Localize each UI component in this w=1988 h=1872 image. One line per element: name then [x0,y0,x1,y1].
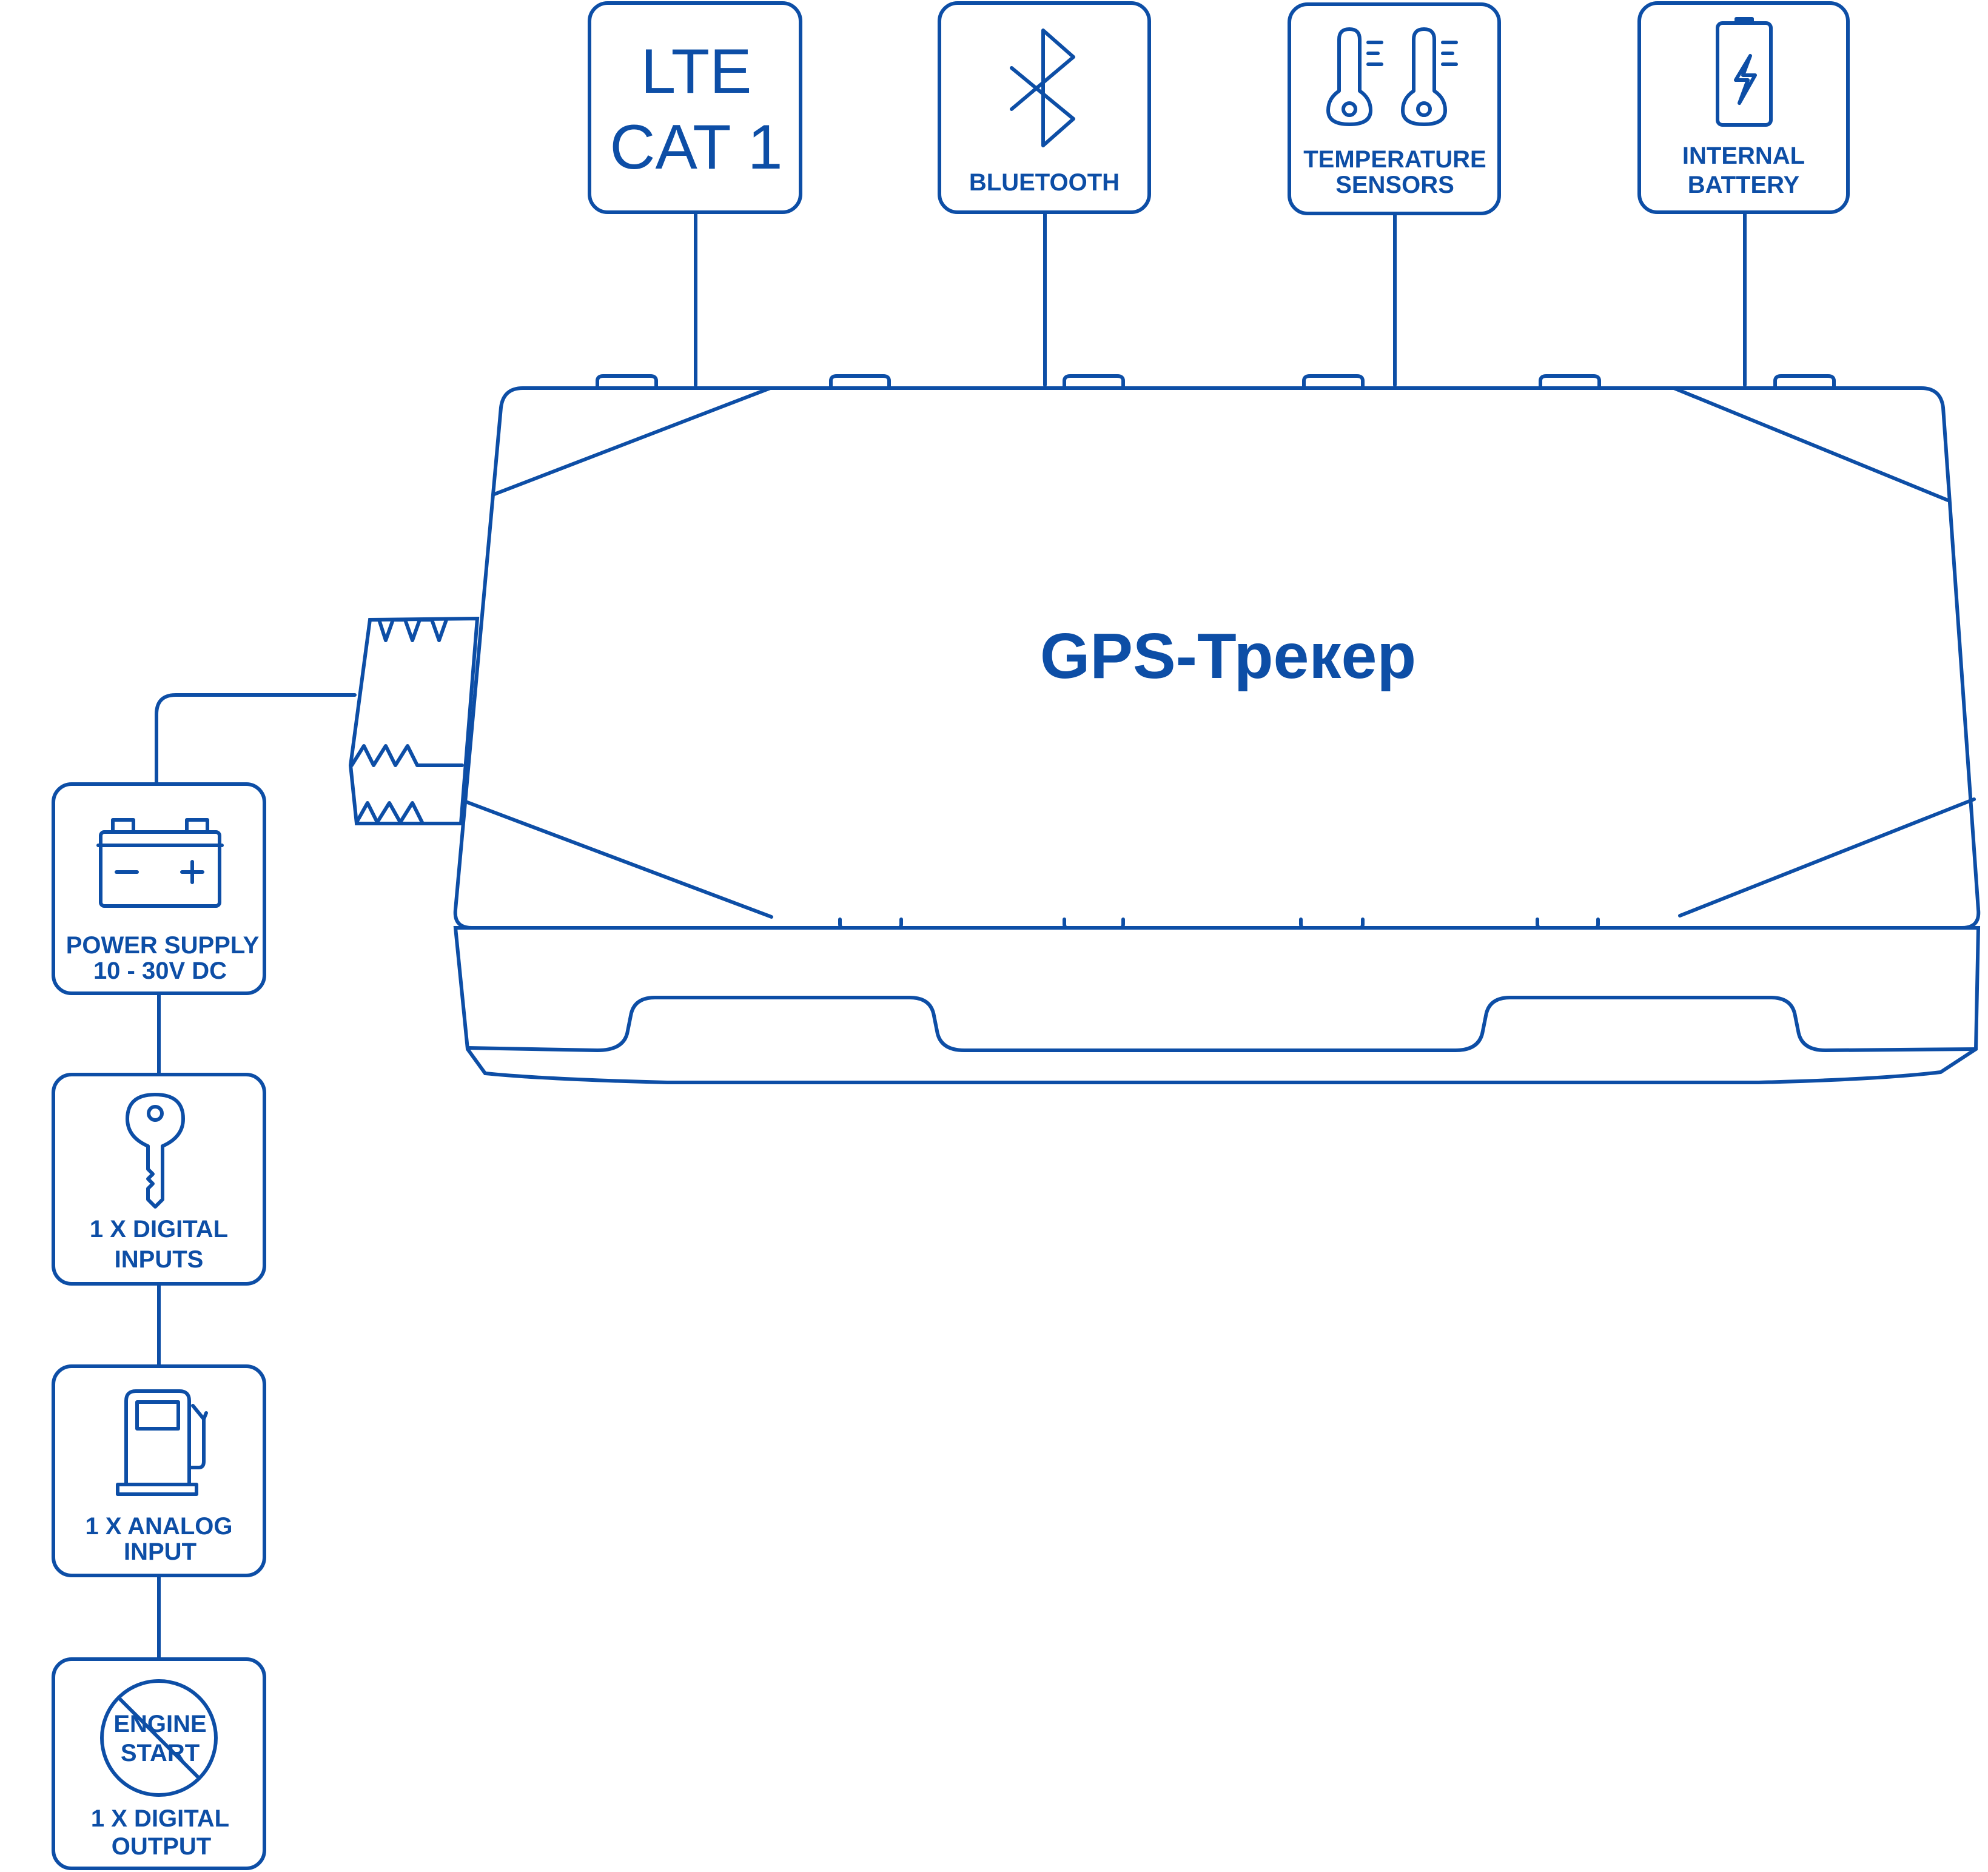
bevel-bottom-left [464,800,773,919]
feature-box-temperature: TEMPERATURE SENSORS [1288,2,1501,215]
battery-label-line1: INTERNAL [1682,143,1805,169]
device-base-feet [466,996,1978,1052]
feature-box-digital-input: 1 X DIGITAL INPUTS [52,1073,266,1286]
feature-box-digital-output: ENGINE START 1 X DIGITAL OUTPUT [52,1657,266,1870]
connector-grip-bottom [355,801,424,824]
prohibition-circle [100,1679,218,1797]
lte-label-line1: LTE [640,36,751,107]
power-label-line1: POWER SUPPLY [66,932,260,959]
rim-tab [829,374,891,389]
feature-box-battery: INTERNAL BATTERY [1637,1,1850,214]
fuel-pump-display [135,1400,180,1431]
feature-box-frame [1288,2,1501,215]
feature-box-frame [52,782,266,995]
feature-box-frame [52,1364,266,1577]
thermometer-left [1326,27,1372,126]
power-label-line2: 10 - 30V DC [93,958,227,984]
key-shape [126,1093,185,1209]
terminal-minus [111,818,135,834]
rim-tab [596,374,658,389]
car-battery-body [99,830,221,908]
connector-housing [348,616,480,825]
thermometer-icon [1326,27,1458,126]
analog-input-label-line2: INPUT [124,1538,196,1565]
key-hole [147,1105,164,1122]
device-base [453,926,1981,1084]
fuel-pump-icon [116,1389,208,1496]
feature-box-power: POWER SUPPLY 10 - 30V DC [52,782,266,995]
car-battery-icon [96,818,224,908]
start-label: START [121,1740,200,1766]
device-body [453,374,1981,1084]
feature-box-frame [588,1,802,214]
engine-start-blocked-icon: ENGINE START [100,1679,218,1797]
rim-tab [1773,374,1836,389]
feature-box-frame [52,1073,266,1286]
connector-grip-top [369,618,448,642]
rim-tab [1063,374,1125,389]
bevel-top-left [492,386,772,496]
connector-grip-mid [350,744,464,767]
battery-icon [1716,17,1773,127]
bevel-top-right [1672,386,1950,502]
battery-terminal [1734,17,1754,24]
side-connector [348,616,480,825]
lte-label-line2: CAT 1 [609,112,782,183]
bevel-bottom-right [1678,797,1976,918]
thermometer-scale [1366,41,1383,66]
analog-input-label-line1: 1 X ANALOG [86,1513,233,1540]
bluetooth-label: BLUETOOTH [969,169,1120,196]
bolt-icon [1734,54,1757,105]
feature-box-analog-input: 1 X ANALOG INPUT [52,1364,266,1577]
plus-sign [180,860,204,884]
digital-input-label-line1: 1 X DIGITAL [90,1216,228,1243]
digital-input-label-line2: INPUTS [115,1246,204,1273]
rim-tab [1302,374,1365,389]
feature-box-frame [1637,1,1850,214]
terminal-plus [185,818,209,834]
thermometer-right [1401,27,1447,126]
bluetooth-icon [1010,29,1075,147]
key-icon [126,1093,185,1209]
temperature-label-line2: SENSORS [1335,172,1454,198]
prohibition-slash [117,1696,201,1780]
engine-label: ENGINE [113,1711,206,1737]
temperature-label-line1: TEMPERATURE [1303,146,1486,173]
device-title: GPS-Трекер [1040,620,1416,692]
battery-label-line2: BATTERY [1688,172,1800,198]
fuel-pump-base [116,1483,198,1496]
feature-box-frame [52,1657,266,1870]
feature-box-lte: LTE CAT 1 [588,1,802,214]
fuel-pump-body [124,1389,191,1486]
connector-power-cable [155,693,357,784]
digital-output-label-line1: 1 X DIGITAL [91,1805,229,1832]
rim-tab [1539,374,1601,389]
digital-output-label-line2: OUTPUT [112,1833,211,1860]
fuel-hose [187,1404,208,1469]
thermometer-bulb [1416,101,1432,117]
thermometer-bulb [1342,101,1357,117]
feature-box-bluetooth: BLUETOOTH [938,1,1151,214]
thermometer-scale [1441,41,1458,66]
connector-lines [155,210,1747,1661]
